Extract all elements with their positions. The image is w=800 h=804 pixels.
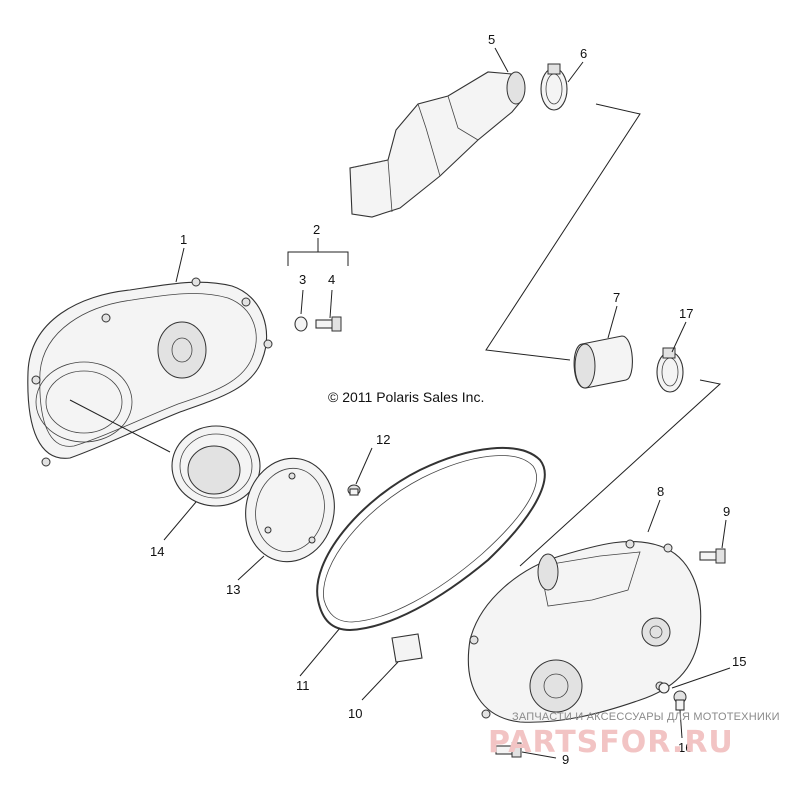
callout-2: 2 (313, 222, 320, 237)
callout-14: 14 (150, 544, 164, 559)
callout-15: 15 (732, 654, 746, 669)
callout-10: 10 (348, 706, 362, 721)
callout-17: 17 (679, 306, 693, 321)
part-washer (294, 316, 308, 332)
callout-numbers: 1 2 3 4 5 6 7 17 12 8 9 14 13 11 10 15 1… (150, 32, 746, 767)
callout-16: 16 (678, 740, 692, 755)
watermark-logo: PARTSFOR.RU (488, 725, 734, 760)
callout-9-upper: 9 (723, 504, 730, 519)
part-gasket-plate (245, 457, 335, 563)
part-label-decal (391, 633, 423, 663)
callout-13: 13 (226, 582, 240, 597)
part-air-duct (349, 71, 526, 218)
part-seal-ring (171, 425, 261, 507)
part-rubber-sleeve (573, 335, 633, 389)
part-washer-15 (658, 682, 670, 694)
part-nut-16 (673, 690, 687, 711)
callout-7: 7 (613, 290, 620, 305)
part-outer-clutch-cover (467, 539, 702, 723)
part-hose-clamp-6 (540, 63, 568, 111)
callout-8: 8 (657, 484, 664, 499)
copyright-notice: © 2011 Polaris Sales Inc. (328, 389, 484, 405)
callout-1: 1 (180, 232, 187, 247)
callout-4: 4 (328, 272, 335, 287)
part-bolt-4 (315, 316, 342, 332)
leader-lines (69, 47, 731, 759)
callout-11: 11 (296, 678, 310, 693)
part-bolt-9-lower (495, 742, 522, 758)
watermark-tagline: ЗАПЧАСТИ И АКСЕССУАРЫ ДЛЯ МОТОТЕХНИКИ (512, 711, 780, 723)
callout-6: 6 (580, 46, 587, 61)
callout-5: 5 (488, 32, 495, 47)
callout-3: 3 (299, 272, 306, 287)
part-hose-clamp-17 (656, 347, 684, 393)
callout-9-lower: 9 (562, 752, 569, 767)
watermark: ЗАПЧАСТИ И АКСЕССУАРЫ ДЛЯ МОТОТЕХНИКИ PA… (488, 711, 780, 760)
part-drive-belt (316, 446, 546, 632)
part-screw-12 (347, 484, 361, 496)
part-bolt-9-upper (699, 548, 726, 564)
part-inner-clutch-cover (27, 277, 273, 467)
callout-12: 12 (376, 432, 390, 447)
